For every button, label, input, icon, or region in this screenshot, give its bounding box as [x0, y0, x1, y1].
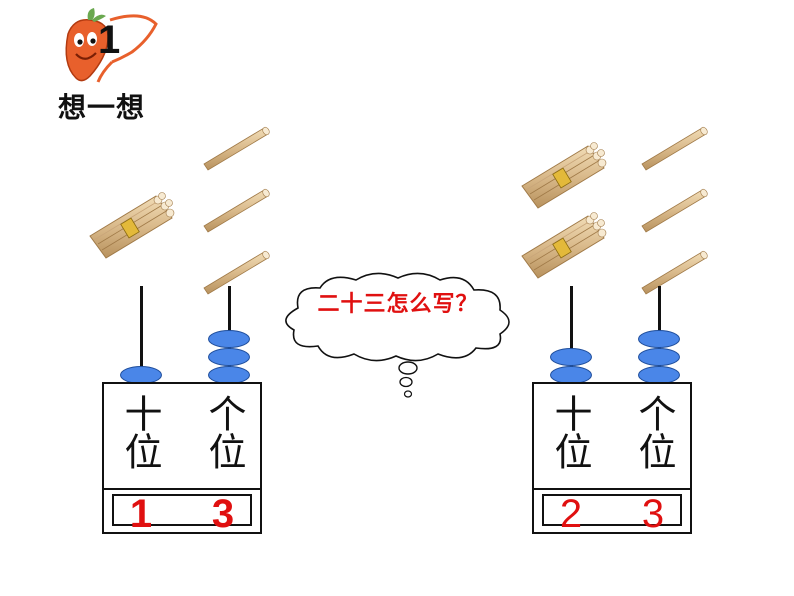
place-value-chart-left: 十位 个位 1 3	[102, 382, 262, 536]
single-sticks-group	[641, 125, 710, 295]
tens-place-label: 十位	[548, 394, 592, 470]
row-divider	[534, 488, 690, 490]
digit-row	[112, 494, 252, 526]
ones-digit: 3	[211, 492, 235, 536]
thought-question: 二十三怎么写？	[317, 292, 479, 317]
ones-place-label: 个位	[632, 394, 676, 470]
single-stick	[641, 125, 710, 171]
single-stick	[203, 187, 272, 233]
single-stick	[641, 187, 710, 233]
single-stick	[203, 125, 272, 171]
ones-bead	[638, 348, 680, 366]
ones-digit: 3	[641, 492, 665, 536]
badge-number: 1	[98, 18, 121, 62]
ones-place-label: 个位	[202, 394, 246, 470]
ones-bead	[208, 348, 250, 366]
single-stick	[203, 249, 272, 295]
page-heading: 想一想	[58, 91, 146, 124]
single-stick	[641, 249, 710, 295]
tens-digit: 1	[129, 492, 153, 536]
single-sticks-group	[203, 125, 272, 295]
digit-row	[542, 494, 682, 526]
thought-cloud	[285, 272, 510, 398]
tens-rod	[140, 286, 143, 382]
row-divider	[104, 488, 260, 490]
tens-digit: 2	[559, 492, 583, 536]
place-value-chart-right: 十位 个位 2 3	[532, 382, 692, 536]
tens-rod	[570, 286, 573, 382]
carrot-icon	[65, 8, 158, 83]
ones-bead	[208, 330, 250, 348]
tens-place-label: 十位	[118, 394, 162, 470]
ones-bead	[638, 330, 680, 348]
tens-bead	[550, 348, 592, 366]
ten-stick-bundle	[89, 192, 175, 259]
carrot-mascot-badge	[52, 6, 162, 86]
ten-stick-bundle	[521, 212, 607, 279]
